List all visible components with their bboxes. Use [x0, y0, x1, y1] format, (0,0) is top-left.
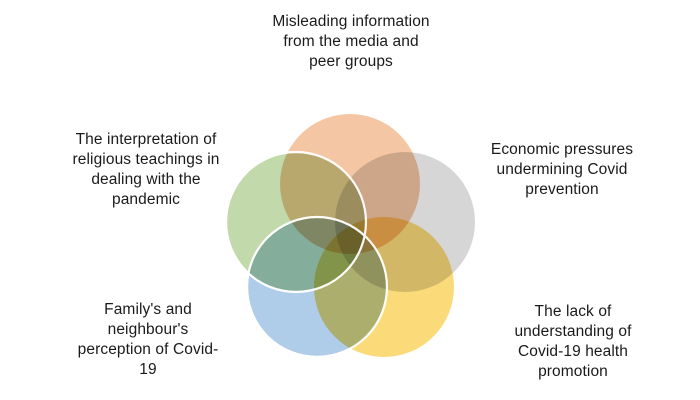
venn-label-promotion: The lack of understanding of Covid-19 he…	[514, 303, 632, 381]
venn-label-family: Family's and neighbour's perception of C…	[77, 301, 219, 379]
venn-label-economic: Economic pressures undermining Covid pre…	[490, 141, 634, 199]
venn-circle-religion-outline	[224, 150, 368, 294]
venn-label-religion: The interpretation of religious teaching…	[72, 131, 220, 209]
venn-label-media: Misleading information from the media an…	[272, 13, 430, 71]
venn-circle-family-outline	[245, 215, 389, 359]
